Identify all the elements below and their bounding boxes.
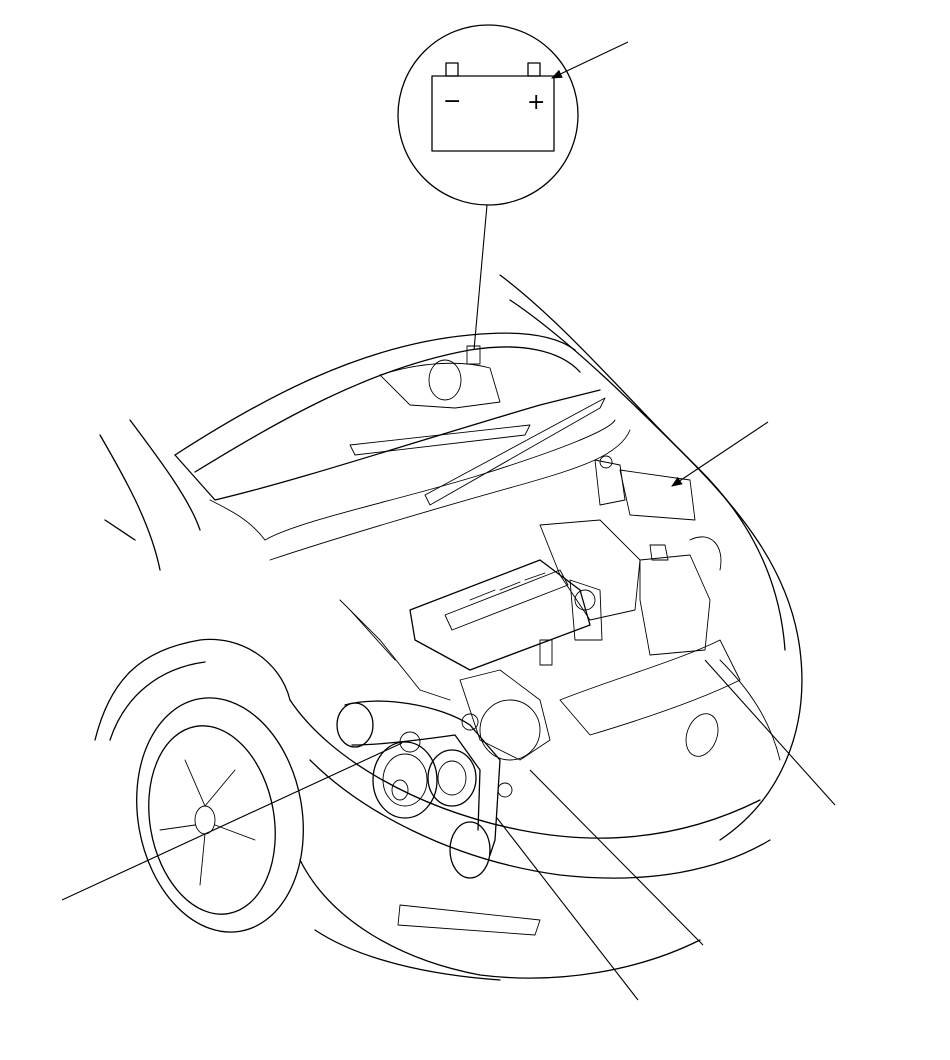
battery-negative-symbol: − bbox=[443, 89, 461, 114]
battery-callout: − + bbox=[397, 24, 629, 351]
front-wheel bbox=[136, 697, 304, 933]
leader-lines bbox=[61, 421, 836, 1001]
car-body bbox=[94, 274, 803, 981]
leader-fuse-box bbox=[671, 421, 769, 487]
engine-assembly bbox=[339, 455, 722, 761]
leader-center-bottom bbox=[529, 769, 704, 946]
battery-icon bbox=[431, 62, 555, 152]
callout-connector-line bbox=[473, 204, 488, 351]
leader-pulley bbox=[61, 742, 403, 901]
belt-and-pulleys bbox=[336, 700, 513, 879]
battery-positive-symbol: + bbox=[527, 90, 545, 115]
battery-terminal-leader bbox=[551, 41, 629, 79]
leader-lower-bottom bbox=[496, 817, 639, 1001]
callout-circle bbox=[397, 24, 579, 206]
leader-right-bottom bbox=[704, 659, 836, 806]
